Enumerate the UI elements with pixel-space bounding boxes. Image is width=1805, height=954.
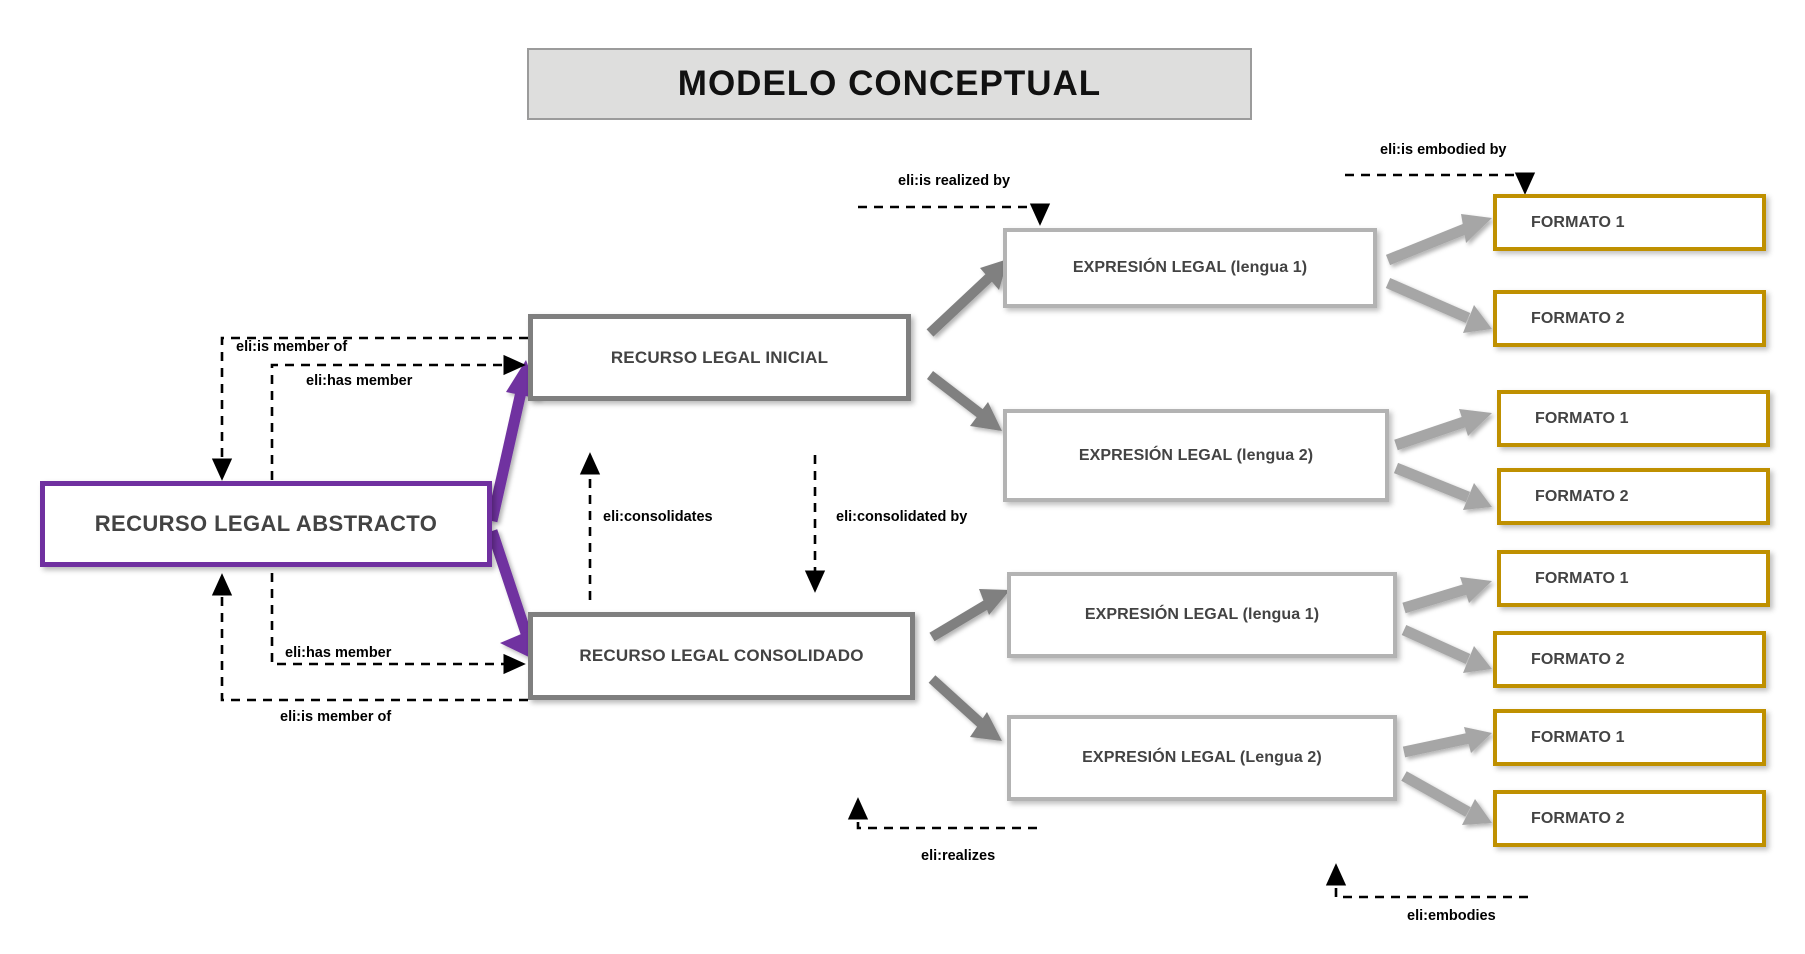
node-label-inicial: RECURSO LEGAL INICIAL — [610, 347, 829, 367]
node-label-formato-3-1: FORMATO 1 — [1535, 569, 1629, 587]
node-expresion-legal-4[interactable]: EXPRESIÓN LEGAL (Lengua 2) — [1007, 715, 1397, 801]
node-label-formato-1-1: FORMATO 1 — [1531, 213, 1625, 231]
node-label-expresion-1: EXPRESIÓN LEGAL (lengua 1) — [1072, 259, 1308, 276]
node-label-consolidado: RECURSO LEGAL CONSOLIDADO — [579, 646, 864, 665]
light-arrow-expr2-to-formato1 — [1394, 409, 1492, 451]
node-formato-1-2[interactable]: FORMATO 2 — [1493, 290, 1766, 347]
light-arrow-expr1-to-formato1 — [1385, 214, 1492, 266]
node-formato-2-2[interactable]: FORMATO 2 — [1497, 468, 1770, 525]
node-expresion-legal-3[interactable]: EXPRESIÓN LEGAL (lengua 1) — [1007, 572, 1397, 658]
dashed-is-realized-by — [858, 203, 1051, 226]
node-formato-3-2[interactable]: FORMATO 2 — [1493, 631, 1766, 688]
relation-label-has-member-top: eli:has member — [306, 373, 413, 389]
relation-label-is-embodied-by: eli:is embodied by — [1380, 142, 1507, 158]
relation-label-embodies: eli:embodies — [1407, 908, 1496, 924]
relation-label-realizes: eli:realizes — [921, 848, 996, 864]
node-label-formato-2-2: FORMATO 2 — [1535, 487, 1629, 505]
purple-arrow-abstract-to-consolidado — [486, 529, 535, 660]
dashed-embodies — [1325, 863, 1528, 899]
light-arrow-expr1-to-formato2 — [1385, 277, 1492, 333]
node-formato-2-1[interactable]: FORMATO 1 — [1497, 390, 1770, 447]
node-label-formato-3-2: FORMATO 2 — [1531, 650, 1625, 668]
node-recurso-legal-consolidado[interactable]: RECURSO LEGAL CONSOLIDADO — [528, 612, 915, 700]
page-title: MODELO CONCEPTUAL — [677, 64, 1102, 103]
gray-arrow-consolidado-to-expr3 — [929, 589, 1010, 642]
gray-arrow-inicial-to-expr2 — [926, 371, 1002, 431]
node-label-abstracto: RECURSO LEGAL ABSTRACTO — [94, 511, 438, 536]
node-label-expresion-4: EXPRESIÓN LEGAL (Lengua 2) — [1082, 749, 1322, 766]
light-arrow-expr3-to-formato1 — [1402, 577, 1492, 614]
node-recurso-legal-abstracto[interactable]: RECURSO LEGAL ABSTRACTO — [40, 481, 492, 567]
node-label-formato-4-1: FORMATO 1 — [1531, 728, 1625, 746]
node-expresion-legal-1[interactable]: EXPRESIÓN LEGAL (lengua 1) — [1003, 228, 1377, 308]
node-expresion-legal-2[interactable]: EXPRESIÓN LEGAL (lengua 2) — [1003, 409, 1389, 502]
relation-label-consolidated-by: eli:consolidated by — [836, 509, 968, 525]
dashed-realizes — [847, 797, 1037, 830]
dashed-has-member-top — [270, 354, 526, 480]
diagram-title-banner: MODELO CONCEPTUAL — [527, 48, 1252, 120]
gray-arrow-consolidado-to-expr4 — [928, 675, 1002, 741]
relation-label-is-member-of-bottom: eli:is member of — [280, 709, 392, 725]
light-arrow-expr4-to-formato1 — [1402, 727, 1492, 758]
dashed-is-member-of-top — [211, 336, 528, 481]
dashed-has-member-bottom — [270, 573, 526, 675]
light-arrow-expr2-to-formato2 — [1393, 462, 1492, 510]
node-label-formato-4-2: FORMATO 2 — [1531, 809, 1625, 827]
node-formato-3-1[interactable]: FORMATO 1 — [1497, 550, 1770, 607]
node-formato-1-1[interactable]: FORMATO 1 — [1493, 194, 1766, 251]
relation-label-consolidates: eli:consolidates — [603, 509, 713, 525]
relation-label-is-realized-by: eli:is realized by — [898, 173, 1011, 189]
node-formato-4-2[interactable]: FORMATO 2 — [1493, 790, 1766, 847]
node-label-expresion-3: EXPRESIÓN LEGAL (lengua 1) — [1084, 606, 1320, 623]
node-label-expresion-2: EXPRESIÓN LEGAL (lengua 2) — [1078, 446, 1314, 464]
light-arrow-expr4-to-formato2 — [1401, 771, 1492, 825]
gray-arrow-inicial-to-expr1 — [926, 259, 1008, 337]
node-recurso-legal-inicial[interactable]: RECURSO LEGAL INICIAL — [528, 314, 911, 401]
light-arrow-expr3-to-formato2 — [1401, 624, 1492, 673]
dashed-is-member-of-bottom — [211, 573, 528, 702]
relation-label-has-member-bottom: eli:has member — [285, 645, 392, 661]
dashed-is-embodied-by — [1345, 172, 1536, 195]
node-label-formato-1-2: FORMATO 2 — [1531, 309, 1625, 327]
node-label-formato-2-1: FORMATO 1 — [1535, 409, 1629, 427]
node-formato-4-1[interactable]: FORMATO 1 — [1493, 709, 1766, 766]
relation-label-is-member-of-top: eli:is member of — [236, 339, 348, 355]
